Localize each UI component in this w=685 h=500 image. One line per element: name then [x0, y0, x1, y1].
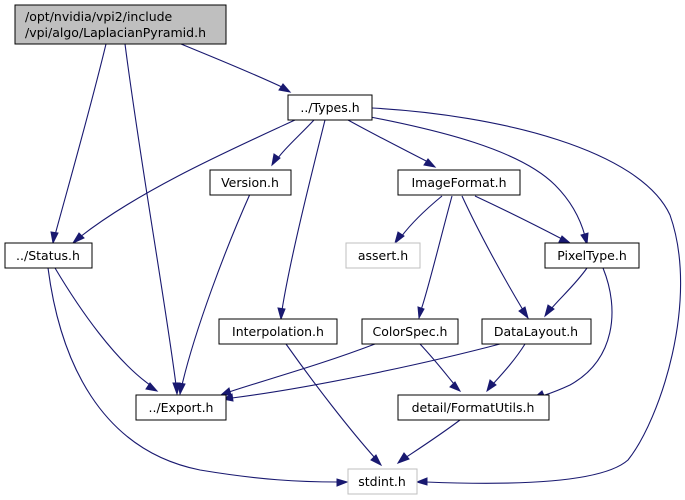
edge-types-to-stdint — [371, 107, 682, 486]
node-formatutils-label: detail/FormatUtils.h — [412, 400, 535, 415]
edge-types-to-pixeltype — [359, 114, 589, 246]
edge-datalayout-to-export — [221, 343, 501, 402]
edge-laplacian-to-types — [180, 43, 292, 93]
node-stdint-label: stdint.h — [358, 474, 406, 489]
edge-imageformat-to-datalayout — [461, 195, 529, 320]
edge-pixeltype-to-datalayout — [544, 267, 588, 318]
node-types-label: ../Types.h — [300, 100, 359, 115]
node-types[interactable]: ../Types.h — [287, 94, 373, 121]
edge-formatutils-to-stdint — [396, 419, 461, 464]
node-export-label: ../Export.h — [149, 400, 214, 415]
edge-laplacian-to-export — [124, 43, 181, 396]
edge-colorspec-to-formatutils — [419, 343, 462, 392]
edge-status-to-export — [54, 267, 159, 392]
node-laplacian-pyramid-line2: /vpi/algo/LaplacianPyramid.h — [25, 25, 206, 40]
edge-imageformat-to-colorspec — [417, 195, 453, 320]
node-colorspec[interactable]: ColorSpec.h — [361, 318, 459, 345]
edge-version-to-export — [177, 193, 251, 396]
node-stdint[interactable]: stdint.h — [347, 468, 418, 495]
nodes: /opt/nvidia/vpi2/include /vpi/algo/Lapla… — [4, 4, 640, 495]
node-version-label: Version.h — [221, 175, 279, 190]
node-status[interactable]: ../Status.h — [4, 242, 93, 269]
edge-types-to-interpolation — [277, 119, 326, 321]
edge-types-to-imageformat — [347, 119, 437, 168]
node-formatutils[interactable]: detail/FormatUtils.h — [397, 394, 550, 421]
node-export[interactable]: ../Export.h — [135, 394, 227, 421]
node-datalayout[interactable]: DataLayout.h — [481, 318, 592, 345]
node-assert[interactable]: assert.h — [345, 242, 421, 269]
edge-types-to-status — [71, 119, 296, 245]
edges — [47, 43, 682, 487]
edge-status-to-stdint — [47, 267, 349, 487]
edge-laplacian-to-status — [50, 43, 107, 245]
node-status-label: ../Status.h — [16, 248, 80, 263]
edge-imageformat-to-assert — [394, 195, 443, 245]
node-pixeltype-label: PixelType.h — [557, 248, 627, 263]
node-imageformat-label: ImageFormat.h — [411, 175, 506, 190]
edge-imageformat-to-pixeltype — [474, 195, 572, 244]
edge-types-to-version — [271, 119, 315, 167]
node-interpolation-label: Interpolation.h — [232, 324, 324, 339]
node-assert-label: assert.h — [358, 248, 408, 263]
edge-datalayout-to-formatutils — [486, 343, 526, 393]
node-datalayout-label: DataLayout.h — [494, 324, 578, 339]
node-interpolation[interactable]: Interpolation.h — [218, 318, 338, 345]
node-version[interactable]: Version.h — [209, 169, 292, 196]
node-colorspec-label: ColorSpec.h — [373, 324, 448, 339]
node-laplacian-pyramid-line1: /opt/nvidia/vpi2/include — [25, 9, 173, 24]
node-imageformat[interactable]: ImageFormat.h — [397, 169, 521, 196]
node-pixeltype[interactable]: PixelType.h — [544, 242, 640, 269]
edge-interpolation-to-stdint — [285, 343, 383, 467]
node-laplacian-pyramid[interactable]: /opt/nvidia/vpi2/include /vpi/algo/Lapla… — [14, 4, 227, 45]
